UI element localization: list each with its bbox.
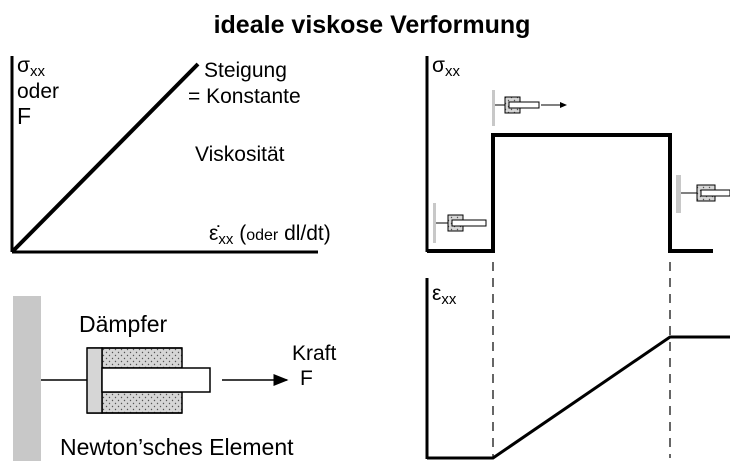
element-name: Newton’sches Element: [60, 434, 294, 460]
damper-label: Dämpfer: [79, 311, 168, 337]
y-axis-label: σxx: [17, 54, 45, 80]
wall-icon: [13, 296, 41, 461]
stress-axis-label: σxx: [432, 54, 460, 80]
damper-cylinder-cap: [86, 347, 103, 414]
damper-icon: [492, 90, 567, 126]
damper-fluid-upper: [101, 347, 183, 369]
strain-vs-time-graph: εxx: [425, 278, 730, 460]
linear-relation-line: [10, 62, 200, 254]
y-axis-label-oder: oder: [17, 80, 59, 103]
stress-vs-strain-rate-graph: σxx oder F Steigung = Konstante Viskosit…: [10, 54, 331, 254]
force-label: Kraft: [292, 342, 337, 365]
slope-label: Steigung: [204, 59, 287, 82]
stress-step-curve: [427, 133, 713, 253]
slope-constant-label: = Konstante: [188, 85, 301, 108]
viscosity-label: Viskosität: [195, 143, 285, 166]
damper-diagram: Dämpfer Kraft F Newton’sches Element: [13, 296, 337, 461]
damper-piston: [101, 367, 211, 393]
damper-icon: [433, 203, 487, 243]
damper-icon: [676, 175, 730, 213]
figure-title: ideale viskose Verformung: [214, 11, 531, 39]
x-axis-label: ε̇xx (oder dl/dt): [209, 222, 331, 248]
damper-fluid-lower: [101, 391, 183, 414]
strain-ramp-curve: [427, 335, 730, 460]
force-symbol: F: [300, 367, 313, 390]
y-axis-label-force: F: [17, 103, 31, 129]
strain-axis-label: εxx: [432, 282, 457, 308]
stress-vs-time-graph: σxx: [425, 54, 730, 253]
